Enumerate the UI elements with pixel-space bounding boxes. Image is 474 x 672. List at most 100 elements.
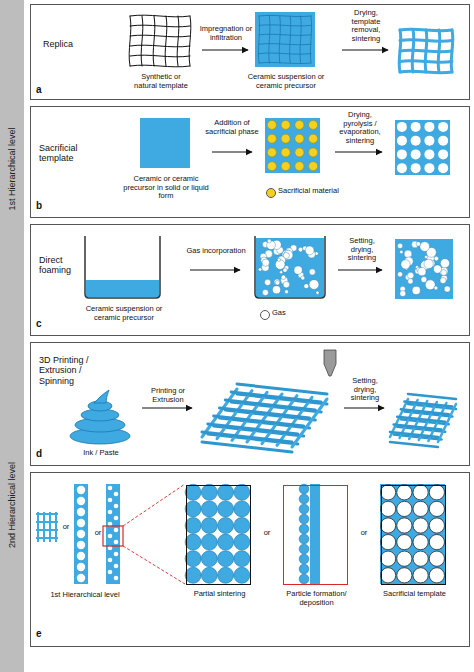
method-panel: ReplicaSynthetic or natural templateImpr… <box>30 4 470 100</box>
legend-swatch <box>266 188 276 198</box>
template-fibre <box>129 16 131 66</box>
printed-strut <box>277 397 312 445</box>
template-pore <box>413 485 428 500</box>
pore <box>77 574 85 582</box>
printed-strut <box>225 400 315 410</box>
pore <box>438 149 448 159</box>
step-label: Impregnation or infiltration <box>199 25 253 42</box>
gas-bubble <box>440 259 449 268</box>
gas-bubble <box>298 247 303 252</box>
sintered-particle <box>185 534 201 550</box>
pore <box>411 149 421 159</box>
foam <box>256 238 324 297</box>
pore <box>411 122 421 132</box>
sintered-particle <box>218 501 234 517</box>
gas-bubble <box>267 239 271 243</box>
template-pore <box>381 518 396 533</box>
process-arrow <box>344 407 384 408</box>
sacrificial-particle <box>295 148 304 157</box>
panel-letter: b <box>36 200 42 211</box>
gas-bubble <box>408 279 413 284</box>
template-pore <box>381 551 396 566</box>
gas-bubble <box>316 291 319 294</box>
pore <box>114 552 119 557</box>
template-pore <box>397 568 412 583</box>
hierarchy-panel: oror1st Hierarchical levelororPartial si… <box>30 472 470 647</box>
printed-strut <box>237 384 327 394</box>
mesh-strut <box>36 513 58 515</box>
gas-bubble <box>400 291 406 297</box>
ceramic-suspension <box>86 280 159 297</box>
printed-strut <box>202 432 292 442</box>
process-arrow <box>142 407 192 408</box>
template-pore <box>381 568 396 583</box>
pore <box>77 508 85 516</box>
step-label: Addition of sacrificial phase <box>199 119 265 136</box>
step-label: Ceramic or ceramic precursor in solid or… <box>121 175 211 201</box>
sacrificial-particle <box>281 134 290 143</box>
printed-strut <box>401 409 449 414</box>
pore <box>108 486 113 491</box>
gas-bubble <box>280 271 283 274</box>
pore <box>438 122 448 132</box>
gas-bubble <box>275 280 280 285</box>
sintered-particle <box>218 551 234 567</box>
printing-illustration <box>70 350 456 452</box>
template-pore <box>413 551 428 566</box>
template-pore <box>381 535 396 550</box>
process-arrow <box>342 49 388 50</box>
template-fibre <box>130 65 190 67</box>
gas-bubble <box>262 289 268 295</box>
gas-bubble <box>400 250 404 254</box>
sintered-particle <box>185 484 201 500</box>
printed-strut <box>292 399 327 447</box>
print-nozzle <box>324 350 336 376</box>
gas-bubble <box>434 256 439 261</box>
sintered-particle <box>234 501 250 517</box>
detail-caption: Particle formation/ deposition <box>274 590 359 607</box>
sacrificial-particle <box>309 120 318 129</box>
sacrificial-particle <box>281 148 290 157</box>
gas-bubble <box>283 268 287 272</box>
pore <box>77 519 85 527</box>
sacrificial-particle <box>295 120 304 129</box>
pore <box>438 163 448 173</box>
gas-bubble <box>283 281 289 287</box>
process-arrow <box>335 151 382 152</box>
printed-strut <box>394 424 442 429</box>
gas-bubble <box>424 255 427 258</box>
step-label: Gas incorporation <box>186 247 246 256</box>
printed-strut <box>247 394 282 442</box>
pore <box>77 552 85 560</box>
printed-strut <box>262 396 297 444</box>
gas-bubble <box>277 258 280 261</box>
step-label: or <box>59 523 73 532</box>
method-title: 3D Printing / Extrusion / Spinning <box>39 355 93 386</box>
template-pore <box>413 568 428 583</box>
step-label: or <box>253 529 281 538</box>
printed-strut <box>208 424 298 434</box>
gas-bubble <box>441 270 447 276</box>
method-title: Replica <box>43 39 103 49</box>
sacrificial-particle <box>267 134 276 143</box>
hierarchy-illustration <box>36 484 445 584</box>
template-fibre <box>300 16 301 63</box>
process-arrow <box>202 49 248 50</box>
sintered-particle <box>234 518 250 534</box>
step-label: Setting, drying, sintering <box>341 237 383 263</box>
panel-letter: a <box>36 84 42 95</box>
gas-bubble <box>309 280 319 290</box>
sintered-particle <box>218 534 234 550</box>
gas-bubble <box>281 275 286 280</box>
level-label: 2nd Hierarchical level <box>7 462 17 548</box>
sacrificial-particle <box>309 162 318 171</box>
legend-swatch <box>260 310 270 320</box>
pore <box>77 541 85 549</box>
pore <box>397 122 407 132</box>
template-pore <box>429 551 444 566</box>
step-label: Ceramic suspension or ceramic precursor <box>83 305 165 322</box>
gas-bubble <box>440 277 446 283</box>
deposited-particle <box>299 504 309 514</box>
porous-ceramic <box>395 239 453 299</box>
